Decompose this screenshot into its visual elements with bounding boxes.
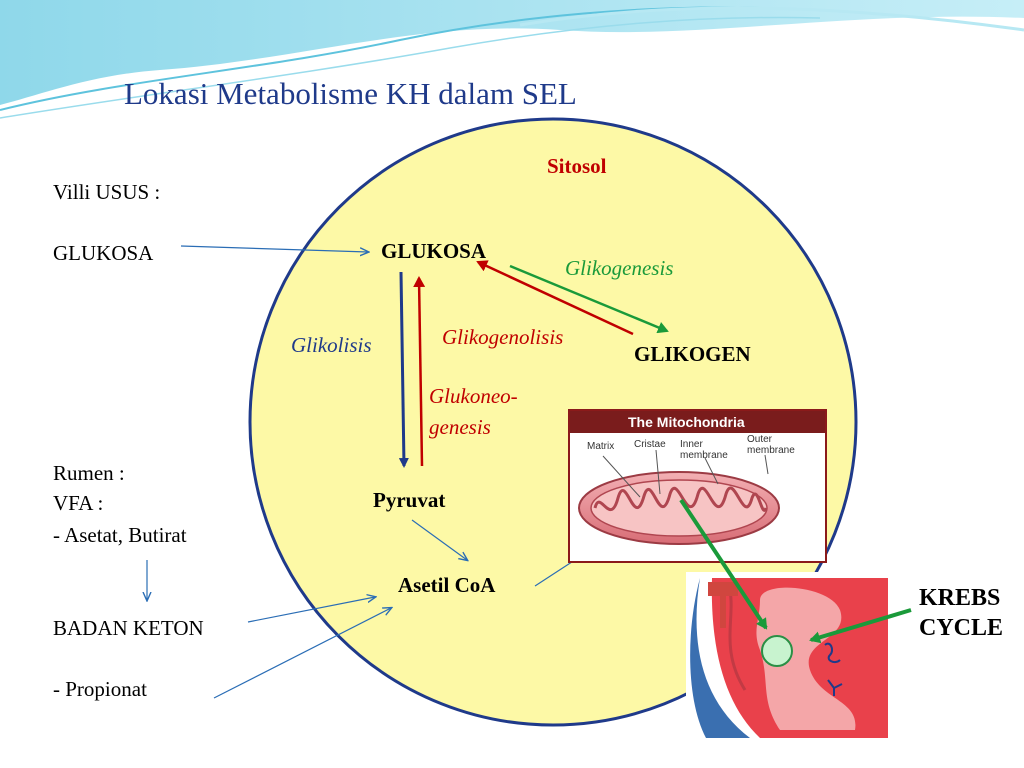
label-glikogen: GLIKOGEN (634, 342, 751, 366)
arrow-krebs-label-pointer (809, 608, 912, 644)
label-villi-usus: Villi USUS : (53, 180, 161, 204)
arrow-glikogenolisis (476, 260, 634, 336)
mito-label-inner-membrane: Inner membrane (680, 439, 728, 461)
label-glukosa-source: GLUKOSA (53, 241, 154, 265)
label-glukoneogenesis-1: Glukoneo- (429, 384, 518, 408)
arrow-glikolisis (398, 271, 409, 468)
arrow-pyruvat-to-asetil (411, 519, 467, 560)
header-wave-decoration (0, 0, 1024, 119)
label-badan-keton: BADAN KETON (53, 616, 204, 640)
arrow-badan-keton-to-asetil (247, 597, 375, 623)
label-asetat-butirat: - Asetat, Butirat (53, 523, 187, 547)
mito-label-outer-membrane: Outer membrane (747, 434, 795, 456)
label-glukoneogenesis-2: genesis (429, 415, 491, 439)
label-pyruvat: Pyruvat (373, 488, 446, 512)
mito-label-cristae: Cristae (634, 439, 666, 450)
mitochondria-heading: The Mitochondria (628, 414, 745, 430)
label-glikogenolisis: Glikogenolisis (442, 325, 564, 349)
label-rumen: Rumen : (53, 461, 125, 485)
mitochondria-illustration (568, 409, 827, 563)
krebs-cycle-illustration (686, 572, 894, 738)
label-vfa: VFA : (53, 491, 104, 515)
arrow-mito-to-krebs (679, 498, 768, 630)
label-asetil-coa: Asetil CoA (398, 573, 496, 597)
arrow-propionat-to-asetil (213, 608, 391, 699)
page-title: Lokasi Metabolisme KH dalam SEL (124, 76, 577, 111)
label-cycle: CYCLE (919, 615, 1004, 641)
arrow-glikogenesis (509, 264, 669, 334)
mito-label-matrix: Matrix (587, 441, 615, 452)
label-sitosol: Sitosol (547, 154, 607, 178)
arrow-villi-to-glukosa (180, 245, 368, 252)
label-glukosa: GLUKOSA (381, 239, 487, 263)
arrow-glukoneogenesis (413, 276, 426, 467)
label-glikogenesis: Glikogenesis (565, 256, 674, 280)
label-krebs: KREBS (919, 585, 1001, 611)
label-propionat: - Propionat (53, 677, 147, 701)
label-glikolisis: Glikolisis (291, 333, 372, 357)
